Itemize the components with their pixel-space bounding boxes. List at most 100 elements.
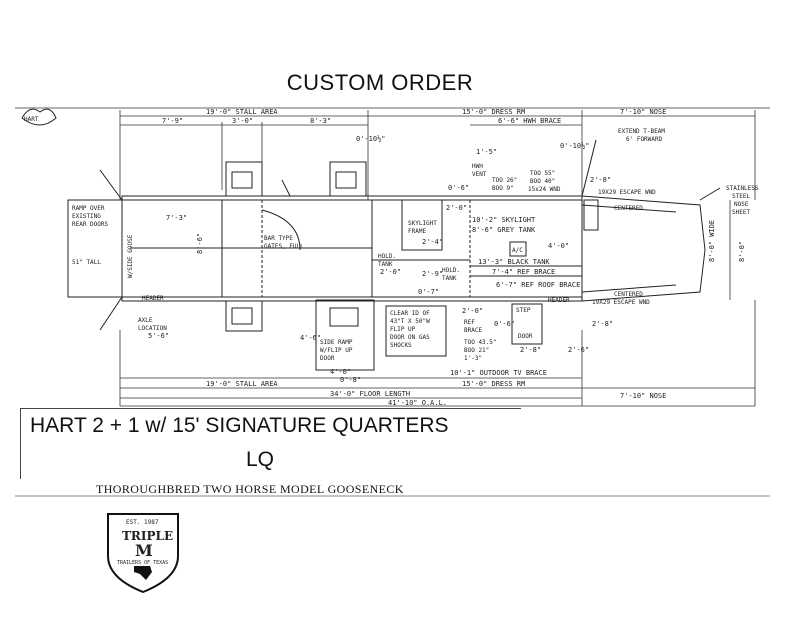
- label-boo-40: BOO 40": [530, 178, 555, 185]
- dim-2-9: 2'-9": [422, 270, 443, 278]
- bottom-dimension-lines: [119, 200, 756, 407]
- label-ref-roof-brace: 6'-7" REF ROOF BRACE: [496, 281, 580, 289]
- label-hold-tank-4: TANK: [442, 275, 457, 282]
- label-grey-tank: 8'-6" GREY TANK: [472, 226, 536, 234]
- page-title: CUSTOM ORDER: [286, 70, 474, 95]
- label-side-ramp-1: SIDE RAMP: [320, 339, 353, 346]
- dim-5-6: 5'-6": [148, 332, 169, 340]
- model-subtitle: LQ: [246, 448, 275, 471]
- label-hold-tank-3: HOLD.: [442, 267, 460, 274]
- label-centered-bot: CENTERED: [614, 291, 643, 298]
- label-boo-9: BOO 9": [492, 185, 514, 192]
- dim-7-3: 7'-3": [166, 214, 187, 222]
- label-clear-3: FLIP UP: [390, 326, 416, 333]
- label-side-goose: W/SIDE GOOSE: [127, 234, 134, 278]
- dim-0-10b: 0'-10½": [560, 142, 590, 150]
- label-door: DOOR: [518, 333, 533, 340]
- dim-0-6: 0'-6": [448, 184, 469, 192]
- stall-area-dim: 19'-0" STALL AREA: [206, 108, 278, 116]
- label-ref-1: REF: [464, 319, 475, 326]
- hwh-brace-dim: 6'-6" HWH BRACE: [498, 117, 561, 125]
- triple-m-logo: EST. 1987 TRIPLE M TRAILERS OF TEXAS: [107, 513, 179, 594]
- logo-tagline: TRAILERS OF TEXAS: [117, 560, 168, 566]
- label-stainless-2: STEEL: [732, 193, 750, 200]
- label-ref-2: BRACE: [464, 327, 482, 334]
- label-hold-tank-1: HOLD.: [378, 253, 396, 260]
- dim-2-6: 2'-6": [568, 346, 589, 354]
- label-extend-beam-1: EXTEND T-BEAM: [618, 128, 665, 135]
- label-header-right: HEADER: [548, 297, 570, 304]
- overall-length-dim: 41'-10" O.A.L.: [388, 399, 447, 407]
- label-too-55: TOO 55": [530, 170, 555, 177]
- dim-8-0-wide: 8'-0" WIDE: [708, 220, 716, 262]
- caption-box: [20, 408, 521, 479]
- dim-0-10a: 0'-10½": [356, 135, 386, 143]
- label-skylight-frame-1: SKYLIGHT: [408, 220, 437, 227]
- hart-logo-text: HART: [24, 116, 39, 123]
- nose-dim: 7'-10" NOSE: [620, 108, 666, 116]
- label-clear-4: DOOR ON GAS: [390, 334, 430, 341]
- label-axle: AXLE: [138, 317, 153, 324]
- dim-2-8c: 2'-8": [592, 320, 613, 328]
- label-hold-tank-2: TANK: [378, 261, 393, 268]
- label-clear-2: 43"T X 50"W: [390, 318, 430, 325]
- seg3-dim: 8'-3": [310, 117, 331, 125]
- label-skylight-frame-2: FRAME: [408, 228, 426, 235]
- stall-area-dim-bottom: 19'-0" STALL AREA: [206, 380, 278, 388]
- seg2-dim: 3'-0": [232, 117, 253, 125]
- label-step: STEP: [516, 307, 531, 314]
- label-too-26: TOO 26": [492, 177, 517, 184]
- logo-est: EST. 1987: [126, 519, 159, 526]
- dim-2-0c: 2'-0": [462, 307, 483, 315]
- outdoor-tv-dim: 10'-1" OUTDOOR TV BRACE: [450, 369, 547, 377]
- dim-2-0: 2'-0": [446, 204, 467, 212]
- label-centered-top: CENTERED: [614, 205, 643, 212]
- label-rear-doors: REAR DOORS: [72, 221, 109, 228]
- label-black-tank: 13'-3" BLACK TANK: [478, 258, 550, 266]
- dim-1-5: 1'-5": [476, 148, 497, 156]
- model-title: HART 2 + 1 w/ 15' SIGNATURE QUARTERS: [30, 414, 449, 437]
- label-too-43: TOO 43.5": [464, 339, 497, 346]
- dress-rm-dim: 15'-0" DRESS RM: [462, 108, 525, 116]
- dim-0-6b: 0'-6": [494, 320, 515, 328]
- label-clear-1: CLEAR ID OF: [390, 310, 430, 317]
- dim-0-8: 0'-8": [340, 376, 361, 384]
- dim-8-0b: 8'-0": [738, 241, 746, 262]
- texas-icon: [134, 566, 152, 580]
- dress-rm-dim-bottom: 15'-0" DRESS RM: [462, 380, 525, 388]
- label-escape-wnd-bot: 19X29 ESCAPE WND: [592, 299, 650, 306]
- dim-2-4: 2'-4": [422, 238, 443, 246]
- seg1-dim: 7'-9": [162, 117, 183, 125]
- label-side-ramp-3: DOOR: [320, 355, 335, 362]
- label-skylight: 10'-2" SKYLIGHT: [472, 216, 536, 224]
- dim-2-8b: 2'-8": [520, 346, 541, 354]
- dim-8-6: 8'-6": [196, 233, 204, 254]
- hart-logo: HART: [21, 108, 57, 126]
- label-gates-full: GATES, FULL: [264, 243, 304, 250]
- label-extend-beam-2: 6' FORWARD: [626, 136, 663, 143]
- label-tall: 51" TALL: [72, 259, 101, 266]
- label-wnd-15x24: 15x24 WND: [528, 186, 561, 193]
- label-vent: VENT: [472, 171, 487, 178]
- trailer-outline: [67, 139, 721, 371]
- label-side-ramp-2: W/FLIP UP: [320, 347, 353, 354]
- label-hwh: HWH: [472, 163, 483, 170]
- label-clear-5: SHOCKS: [390, 342, 412, 349]
- logo-name-1: TRIPLE: [122, 529, 173, 543]
- label-ac: A/C: [512, 247, 523, 254]
- model-caption: THOROUGHBRED TWO HORSE MODEL GOOSENECK: [96, 482, 404, 496]
- dim-2-0b: 2'-0": [380, 268, 401, 276]
- label-location: LOCATION: [138, 325, 167, 332]
- floor-length-dim: 34'-0" FLOOR LENGTH: [330, 390, 410, 398]
- dim-2-8: 2'-8": [590, 176, 611, 184]
- nose-dim-bottom: 7'-10" NOSE: [620, 392, 666, 400]
- dim-0-7: 0'-7": [418, 288, 439, 296]
- label-existing: EXISTING: [72, 213, 101, 220]
- top-dimension-lines: [119, 110, 756, 200]
- dim-4-6: 4'-6": [300, 334, 321, 342]
- label-boo-21: BOO 21": [464, 347, 489, 354]
- label-stainless-4: SHEET: [732, 209, 750, 216]
- label-stainless-3: NOSE: [734, 201, 749, 208]
- label-header-left: HEADER: [142, 295, 164, 302]
